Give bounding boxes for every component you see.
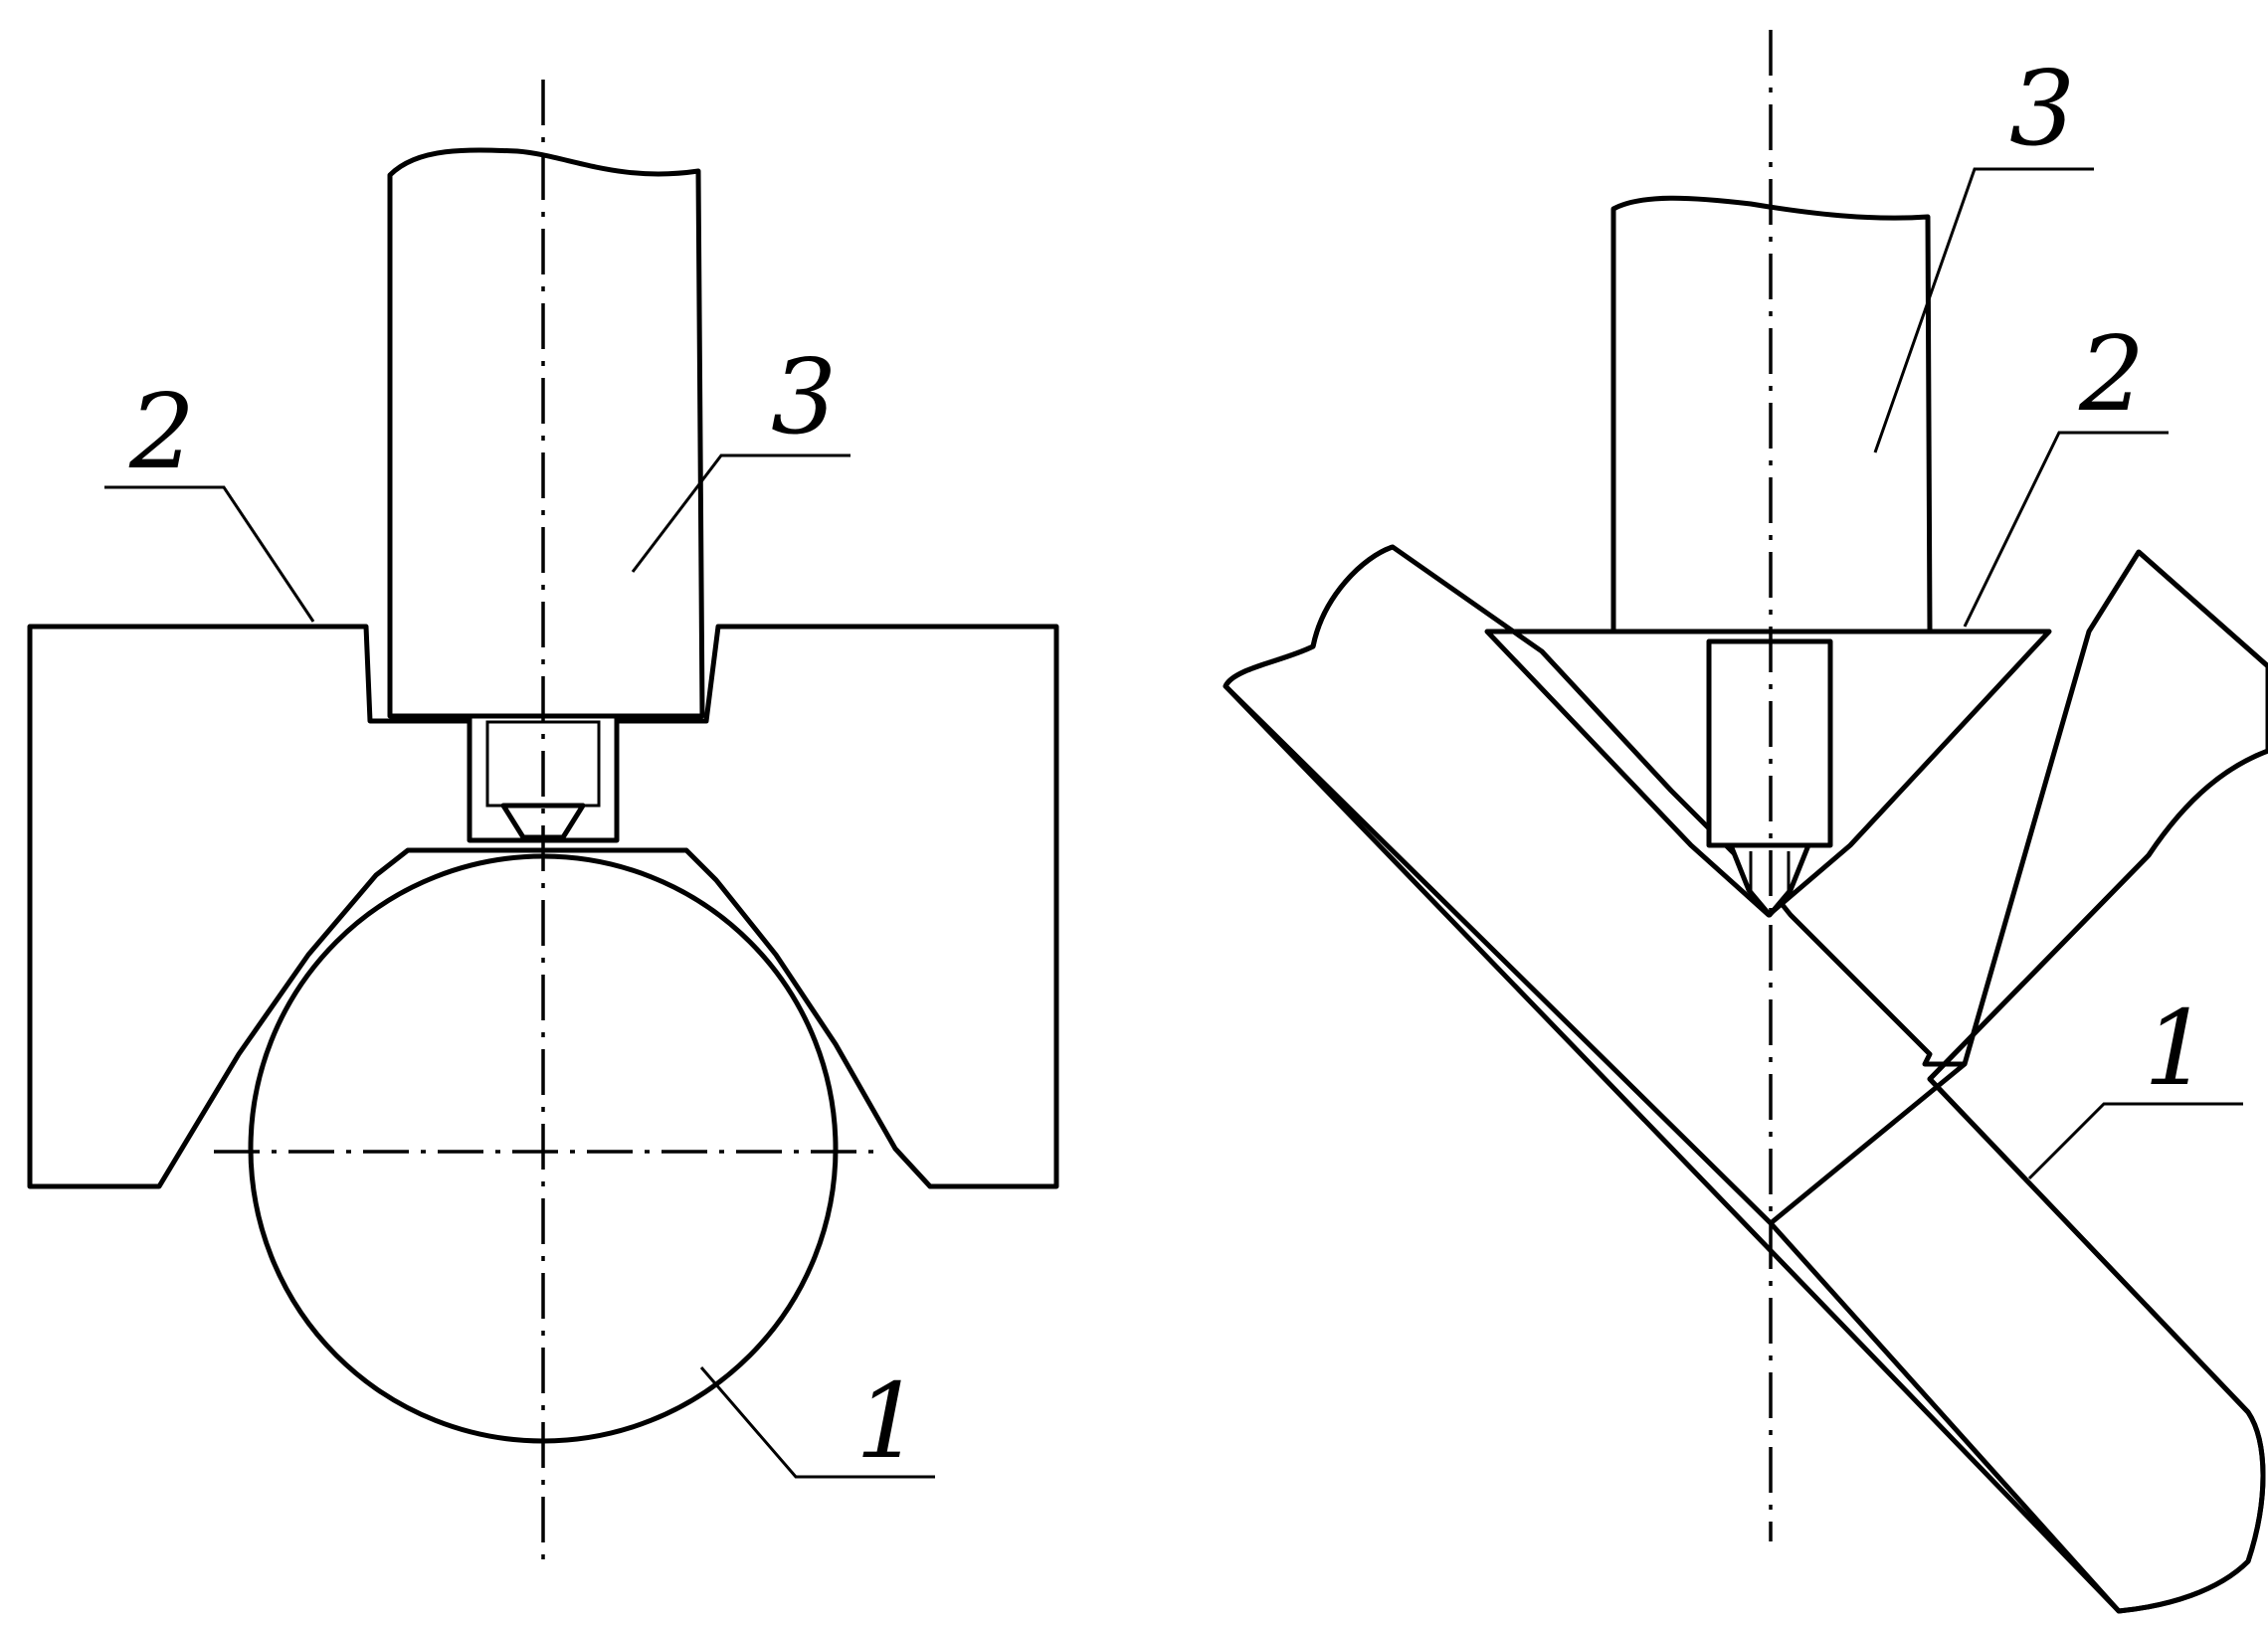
left-label-3: 3 — [771, 336, 837, 457]
right-label-1: 1 — [2144, 988, 2209, 1109]
right-leader-1: 1 — [2027, 988, 2243, 1180]
right-angle-outline — [1223, 544, 2268, 1614]
left-leader-2: 2 — [104, 371, 315, 623]
right-leader-2: 2 — [1963, 313, 2169, 628]
right-label-3: 3 — [2009, 48, 2075, 169]
left-leader-3: 3 — [631, 336, 850, 573]
right-label-2: 2 — [2078, 313, 2145, 435]
left-part-2-prism — [27, 624, 1059, 1189]
left-label-1: 1 — [855, 1360, 921, 1482]
left-part-3-tool — [387, 147, 705, 719]
right-figure: 3 2 1 — [1223, 30, 2268, 1614]
left-leader-1: 1 — [699, 1360, 935, 1482]
left-figure: 2 3 1 — [27, 80, 1059, 1561]
right-leader-3: 3 — [1873, 48, 2094, 453]
right-part-2-insert — [1484, 629, 2052, 918]
left-label-2: 2 — [128, 371, 195, 492]
